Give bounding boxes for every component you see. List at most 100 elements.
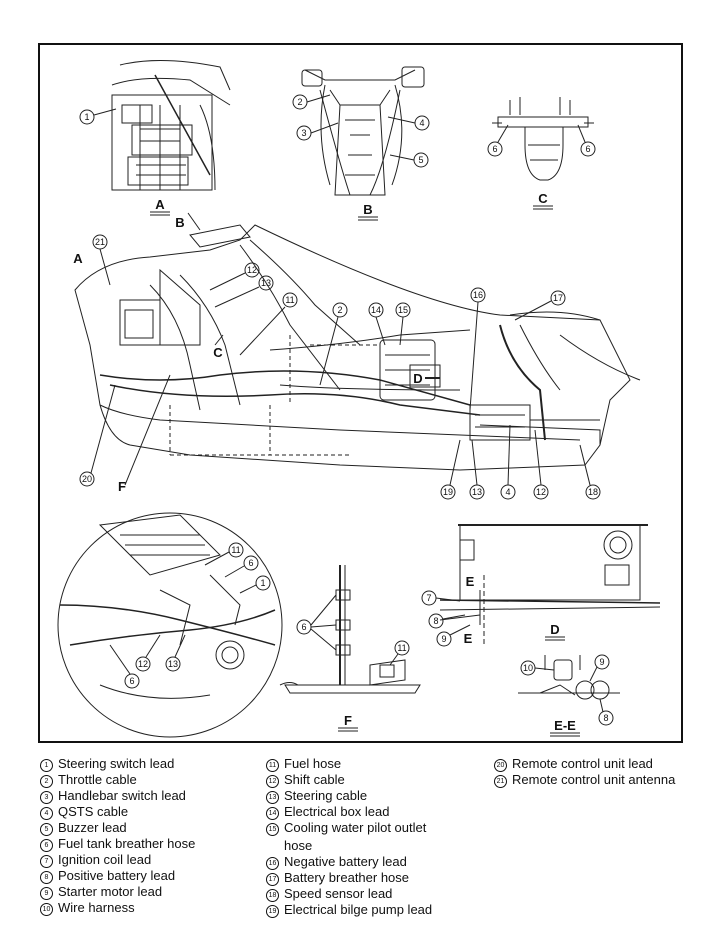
legend-text: Ignition coil lead [58, 852, 152, 867]
circular-detail-drawing [57, 512, 283, 738]
legend-number: 12 [266, 775, 279, 788]
callout-13-circle: 13 [168, 659, 178, 669]
legend-item: 12 Shift cable [266, 772, 432, 788]
legend-number: 2 [40, 775, 53, 788]
legend-item: 1 Steering switch lead [40, 756, 195, 772]
view-c-underline [533, 205, 553, 210]
callout-20-main: 20 [82, 474, 92, 484]
callout-6-view-c-right: 6 [585, 144, 590, 154]
legend-item: 2 Throttle cable [40, 772, 195, 788]
callout-19-main: 19 [443, 487, 453, 497]
legend-number: 11 [266, 759, 279, 772]
legend-text: Remote control unit lead [512, 756, 653, 771]
legend-text: Negative battery lead [284, 854, 407, 869]
view-f-underline [338, 727, 358, 732]
main-side-view-drawing [74, 212, 641, 486]
callout-9-view-e: 9 [599, 657, 604, 667]
section-e-pointer-top: E [466, 574, 475, 589]
callout-3-view-b: 3 [301, 128, 306, 138]
callout-12-circle: 12 [138, 659, 148, 669]
legend-number: 18 [266, 889, 279, 902]
view-b-drawing [301, 66, 425, 196]
legend-item: 17 Battery breather hose [266, 870, 432, 886]
callout-13-main-bottom: 13 [472, 487, 482, 497]
legend-text: Electrical bilge pump lead [284, 902, 433, 917]
callout-1-circle: 1 [260, 578, 265, 588]
view-d-drawing [439, 524, 661, 625]
callout-4-view-b: 4 [419, 118, 424, 128]
callout-1-view-a: 1 [84, 112, 89, 122]
view-b-pointer: B [175, 215, 184, 230]
legend-text: Battery breather hose [284, 870, 410, 885]
view-b-caption: B [363, 202, 372, 217]
callout-2-main: 2 [337, 305, 342, 315]
callout-18-main: 18 [588, 487, 598, 497]
view-a-pointer: A [73, 251, 83, 266]
callout-12-main-bottom: 12 [536, 487, 546, 497]
legend-text: Wire harness [58, 900, 135, 915]
legend-text: Shift cable [284, 772, 345, 787]
callout-4-main: 4 [505, 487, 510, 497]
view-c-caption: C [538, 191, 548, 206]
legend-number: 17 [266, 873, 279, 886]
legend-item: 20 Remote control unit lead [494, 756, 675, 772]
callout-11-circle: 11 [231, 545, 240, 555]
view-e-e-underline [550, 732, 580, 737]
legend-text: Positive battery lead [58, 868, 176, 883]
callout-21-main: 21 [95, 237, 105, 247]
callout-8-view-e: 8 [603, 713, 608, 723]
legend-number: 10 [40, 903, 53, 916]
legend-text: Cooling water pilot outlet [284, 820, 427, 835]
legend-text: Electrical box lead [284, 804, 390, 819]
legend-text: Remote control unit antenna [512, 772, 676, 787]
legend-text: Handlebar switch lead [58, 788, 186, 803]
callout-6-view-c-left: 6 [492, 144, 497, 154]
legend-number: 8 [40, 871, 53, 884]
diagram-frame: 1 2 3 4 5 6 [38, 43, 683, 743]
legend-item-continued: hose [266, 836, 432, 854]
view-d-caption: D [550, 622, 559, 637]
callout-8-view-d: 8 [433, 616, 438, 626]
callout-13-main-top: 13 [261, 278, 271, 288]
callout-2-view-b: 2 [297, 97, 302, 107]
view-d-underline [545, 636, 565, 641]
view-c-drawing [492, 97, 594, 181]
legend-item: 14 Electrical box lead [266, 804, 432, 820]
legend-number: 7 [40, 855, 53, 868]
legend-text: QSTS cable [58, 804, 129, 819]
legend-text: Fuel hose [284, 756, 342, 771]
view-e-e-caption: E-E [554, 718, 576, 733]
legend-text: Fuel tank breather hose [58, 836, 196, 851]
view-a-underline [150, 211, 170, 216]
legend-number: 3 [40, 791, 53, 804]
legend-number: 5 [40, 823, 53, 836]
legend-number: 1 [40, 759, 53, 772]
view-c-pointer: C [213, 345, 223, 360]
callout-14-main: 14 [371, 305, 381, 315]
callout-6-circle-bottom: 6 [129, 676, 134, 686]
legend-text: Steering switch lead [58, 756, 175, 771]
callout-7-view-d: 7 [426, 593, 431, 603]
legend-number: 20 [494, 759, 507, 772]
legend-number: 14 [266, 807, 279, 820]
view-a-caption: A [155, 197, 165, 212]
legend-number: 9 [40, 887, 53, 900]
callout-11-view-f: 11 [397, 643, 406, 653]
legend-text: hose [284, 838, 313, 853]
legend-text: Throttle cable [58, 772, 137, 787]
legend-item: 8 Positive battery lead [40, 868, 195, 884]
callout-16-main: 16 [473, 290, 483, 300]
legend-text: Steering cable [284, 788, 368, 803]
view-f-caption: F [344, 713, 352, 728]
